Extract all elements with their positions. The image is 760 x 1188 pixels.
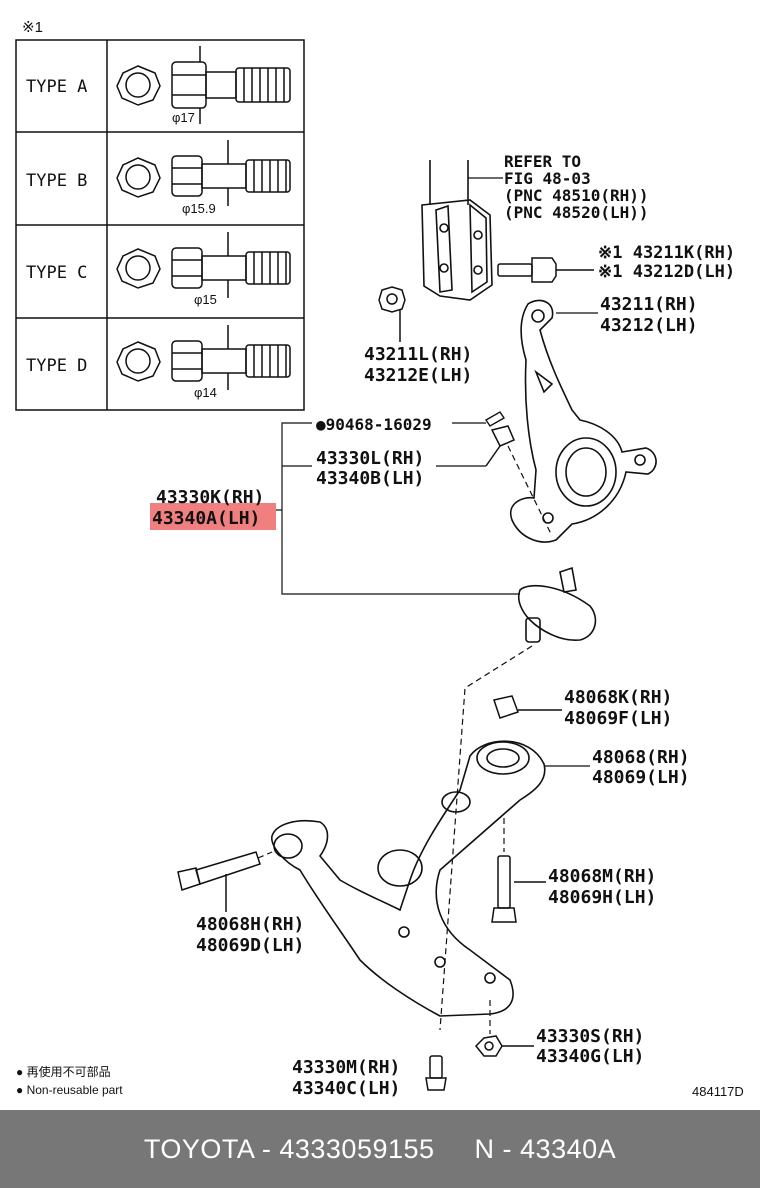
hub-nut-icon	[116, 65, 161, 106]
label-arm-lh: 48069(LH)	[592, 767, 690, 788]
refer-line-2: FIG 48-03	[504, 169, 591, 188]
selected-part-highlight	[150, 503, 276, 530]
type-b-dim: φ15.9	[182, 201, 216, 216]
asterisk-label: ※1	[22, 19, 43, 36]
cotter-pin-drawing	[485, 411, 505, 427]
hub-bolt-icon	[171, 46, 291, 124]
type-table	[15, 39, 305, 411]
label-knuckle-lh: 43212(LH)	[600, 315, 698, 336]
steering-knuckle-drawing	[509, 299, 657, 543]
type-row-c: TYPE C φ15	[26, 232, 291, 307]
lower-nut-drawing	[474, 1035, 534, 1057]
label-front-bolt-lh: 48069D(LH)	[196, 935, 304, 956]
type-d-dim: φ14	[194, 385, 217, 400]
type-c-dim: φ15	[194, 292, 217, 307]
label-balljoint-lh[interactable]: 43340A(LH)	[152, 508, 260, 529]
label-bolt-rh: ※1 43211K(RH)	[598, 243, 735, 263]
refer-line-3: (PNC 48510(RH))	[504, 186, 649, 205]
footer-pnc: N - 43340A	[474, 1133, 617, 1164]
type-row-b: TYPE B φ15.9	[26, 140, 291, 216]
strut-bracket-drawing	[421, 160, 493, 301]
hub-nut-icon	[116, 248, 161, 289]
label-lower-nut-lh: 43340G(LH)	[536, 1046, 644, 1067]
hub-nut-icon	[116, 157, 161, 198]
hub-bolt-icon	[171, 140, 291, 206]
hub-bolt-icon	[171, 325, 291, 390]
type-row-a: TYPE A φ17	[26, 46, 291, 125]
label-arm-nut-lh: 48069F(LH)	[564, 708, 672, 729]
front-bolt-drawing	[177, 851, 261, 912]
label-knuckle-rh: 43211(RH)	[600, 294, 698, 315]
legend-jp: ● 再使用不可部品	[16, 1064, 111, 1079]
label-nut-lh: 43212E(LH)	[364, 365, 472, 386]
label-arm-nut-rh: 48068K(RH)	[564, 687, 672, 708]
label-arm-rh: 48068(RH)	[592, 747, 690, 768]
castle-nut-drawing	[485, 425, 515, 467]
label-lower-bolt-rh: 43330M(RH)	[292, 1057, 400, 1078]
type-c-label: TYPE C	[26, 263, 87, 283]
label-lower-bolt-lh: 43340C(LH)	[292, 1078, 400, 1099]
parts-diagram: ※1 TYPE A φ17 TYPE B	[15, 19, 744, 1099]
label-lower-nut-rh: 43330S(RH)	[536, 1026, 644, 1047]
type-b-label: TYPE B	[26, 171, 87, 191]
arm-nut-drawing	[493, 695, 562, 719]
label-balljoint-rh: 43330K(RH)	[156, 487, 264, 508]
refer-line-1: REFER TO	[504, 152, 581, 171]
label-balljoint-nut-rh: 43330L(RH)	[316, 448, 424, 469]
diagram-code: 484117D	[692, 1084, 744, 1099]
label-rear-bolt-lh: 48069H(LH)	[548, 887, 656, 908]
lower-arm-drawing	[271, 740, 546, 1017]
hub-nut-icon	[116, 341, 161, 382]
strut-bolt-drawing	[497, 257, 594, 283]
lower-bolt-drawing	[425, 1055, 447, 1091]
legend-en: ● Non-reusable part	[16, 1083, 123, 1097]
footer-gap	[435, 1134, 475, 1165]
ball-joint-drawing	[517, 566, 597, 643]
strut-nut-drawing	[378, 286, 406, 342]
rear-bolt-drawing	[491, 855, 546, 923]
label-nut-rh: 43211L(RH)	[364, 344, 472, 365]
part-footer-bar: TOYOTA - 4333059155 N - 43340A	[0, 1110, 760, 1188]
refer-line-4: (PNC 48520(LH))	[504, 203, 649, 222]
label-bolt-lh: ※1 43212D(LH)	[598, 262, 735, 282]
label-rear-bolt-rh: 48068M(RH)	[548, 866, 656, 887]
label-balljoint-nut-lh: 43340B(LH)	[316, 468, 424, 489]
type-d-label: TYPE D	[26, 356, 87, 376]
label-front-bolt-rh: 48068H(RH)	[196, 914, 304, 935]
type-row-d: TYPE D φ14	[26, 325, 291, 400]
label-cotter-pin: ●90468-16029	[316, 415, 432, 434]
type-a-dim: φ17	[172, 110, 195, 125]
footer-brand-part: TOYOTA - 4333059155	[143, 1133, 435, 1164]
hub-bolt-icon	[171, 232, 291, 298]
refer-text: REFER TO FIG 48-03 (PNC 48510(RH)) (PNC …	[504, 152, 649, 222]
type-a-label: TYPE A	[26, 77, 87, 97]
assembly-bracket-line	[281, 422, 520, 595]
